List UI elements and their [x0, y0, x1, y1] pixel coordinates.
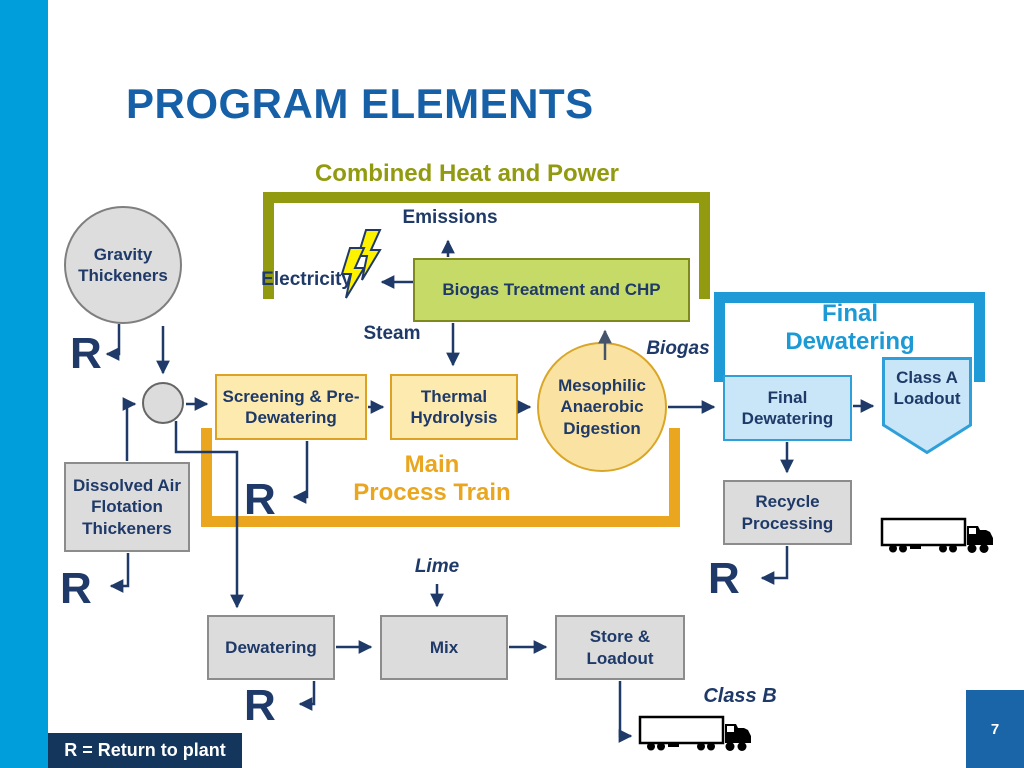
- legend-text: R = Return to plant: [64, 740, 226, 760]
- node-final-dewatering: Final Dewatering: [723, 375, 852, 441]
- junction-node: [142, 382, 184, 424]
- node-recycle-processing: Recycle Processing: [723, 480, 852, 545]
- lightning-bolt-icon: [340, 229, 382, 299]
- node-label: Thermal Hydrolysis: [410, 386, 498, 427]
- page-title: PROGRAM ELEMENTS: [126, 80, 594, 127]
- connector-daf-junction: [122, 397, 137, 461]
- node-store-loadout: Store & Loadout: [555, 615, 685, 680]
- final-dewatering-bracket: [714, 292, 985, 382]
- node-class-a-loadout: Class A Loadout: [882, 357, 972, 455]
- node-gravity-thickeners: Gravity Thickeners: [64, 206, 182, 324]
- return-symbol-daf: R: [60, 564, 92, 613]
- node-label: Final Dewatering: [741, 387, 834, 428]
- node-dissolved-air-flotation: Dissolved Air Flotation Thickeners: [64, 462, 190, 552]
- node-label: Gravity Thickeners: [78, 244, 168, 285]
- node-label: Dissolved Air Flotation Thickeners: [72, 476, 182, 538]
- node-label: Biogas Treatment and CHP: [442, 280, 661, 300]
- node-mesophilic-digestion: Mesophilic Anaerobic Digestion: [537, 342, 667, 472]
- node-dewatering: Dewatering: [207, 615, 335, 680]
- return-symbol-gravity: R: [70, 329, 102, 378]
- connector-recycle-return: [760, 546, 789, 585]
- biogas-label: Biogas: [646, 338, 710, 359]
- chp-group-bracket: [263, 192, 710, 299]
- page-number-badge: 7: [966, 690, 1024, 768]
- return-symbol-screening: R: [244, 475, 276, 524]
- electricity-label: Electricity: [261, 269, 352, 290]
- connector-dewatering-return: [298, 681, 316, 711]
- connector-store-truck: [618, 681, 633, 743]
- chp-group-label: Combined Heat and Power: [314, 160, 620, 187]
- node-label: Mix: [429, 637, 459, 657]
- truck-icon-class-b: [638, 715, 751, 751]
- node-label: Mesophilic Anaerobic Digestion: [558, 376, 646, 438]
- class-b-label: Class B: [703, 685, 777, 707]
- node-mix: Mix: [380, 615, 508, 680]
- main-process-train-label: Main Process Train: [353, 451, 511, 506]
- node-label: Class A Loadout: [893, 368, 961, 409]
- node-label: Dewatering: [225, 637, 317, 657]
- legend-box: R = Return to plant: [48, 733, 242, 768]
- pennant-shape: [882, 357, 972, 455]
- final-dewatering-label: Final Dewatering: [785, 300, 915, 355]
- node-thermal-hydrolysis: Thermal Hydrolysis: [390, 374, 518, 440]
- node-label: Recycle Processing: [741, 492, 834, 533]
- node-biogas-treatment-chp: Biogas Treatment and CHP: [413, 258, 690, 322]
- node-screening-predewatering: Screening & Pre- Dewatering: [215, 374, 367, 440]
- emissions-label: Emissions: [402, 207, 498, 228]
- lime-label: Lime: [414, 556, 460, 577]
- page-number: 7: [990, 720, 1000, 738]
- steam-label: Steam: [363, 323, 421, 344]
- node-label: Screening & Pre- Dewatering: [222, 386, 360, 427]
- connector-gravity-return: [105, 324, 121, 361]
- return-symbol-dewatering: R: [244, 681, 276, 730]
- connector-daf-return: [109, 553, 130, 593]
- truck-icon-class-a: [880, 517, 993, 553]
- return-symbol-recycle: R: [708, 554, 740, 603]
- accent-bar: [0, 0, 48, 768]
- node-label: Store & Loadout: [586, 627, 654, 668]
